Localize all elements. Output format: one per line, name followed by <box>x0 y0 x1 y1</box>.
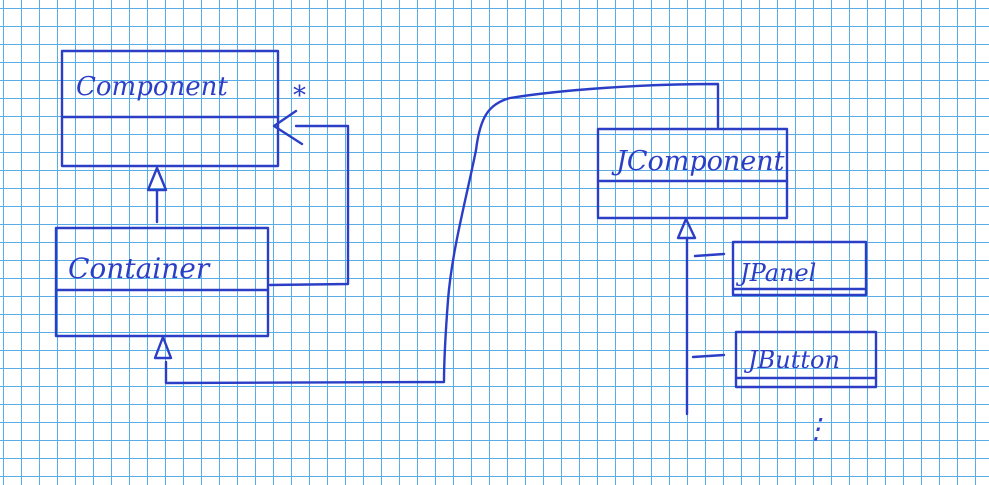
generalization-line <box>164 82 720 385</box>
hollow-triangle-arrowhead <box>676 217 697 240</box>
class-jpanel-box <box>731 240 868 297</box>
class-jcomponent: JComponent <box>596 127 789 220</box>
class-jcomponent-box <box>596 127 789 220</box>
class-jpanel: JPanel <box>731 240 868 297</box>
class-container: Container <box>54 226 270 338</box>
open-arrowhead <box>272 109 304 146</box>
generalization-container-component <box>146 166 168 224</box>
hollow-triangle-arrowhead <box>153 335 173 360</box>
class-jbutton-name: JButton <box>743 346 840 374</box>
aggregation-container-components: * <box>268 81 350 287</box>
jpanel-branch-line <box>693 252 726 258</box>
more-subclasses-marker: ⋮ <box>802 412 830 445</box>
multiplicity-label: * <box>293 81 306 111</box>
class-container-name: Container <box>68 252 211 285</box>
class-container-box <box>54 226 270 338</box>
class-jcomponent-name: JComponent <box>611 146 785 177</box>
aggregation-line <box>268 124 350 287</box>
class-component: Component <box>60 49 280 168</box>
class-jbutton: JButton <box>734 330 878 389</box>
generalization-jcomponent-container <box>153 82 720 385</box>
class-jbutton-box <box>734 330 878 389</box>
generalization-jcomponent-subclasses <box>676 217 726 416</box>
class-component-name: Component <box>76 72 228 102</box>
hollow-triangle-arrowhead <box>146 166 168 192</box>
class-component-box <box>60 49 280 168</box>
class-jpanel-name: JPanel <box>735 259 816 287</box>
jbutton-branch-line <box>691 353 726 359</box>
